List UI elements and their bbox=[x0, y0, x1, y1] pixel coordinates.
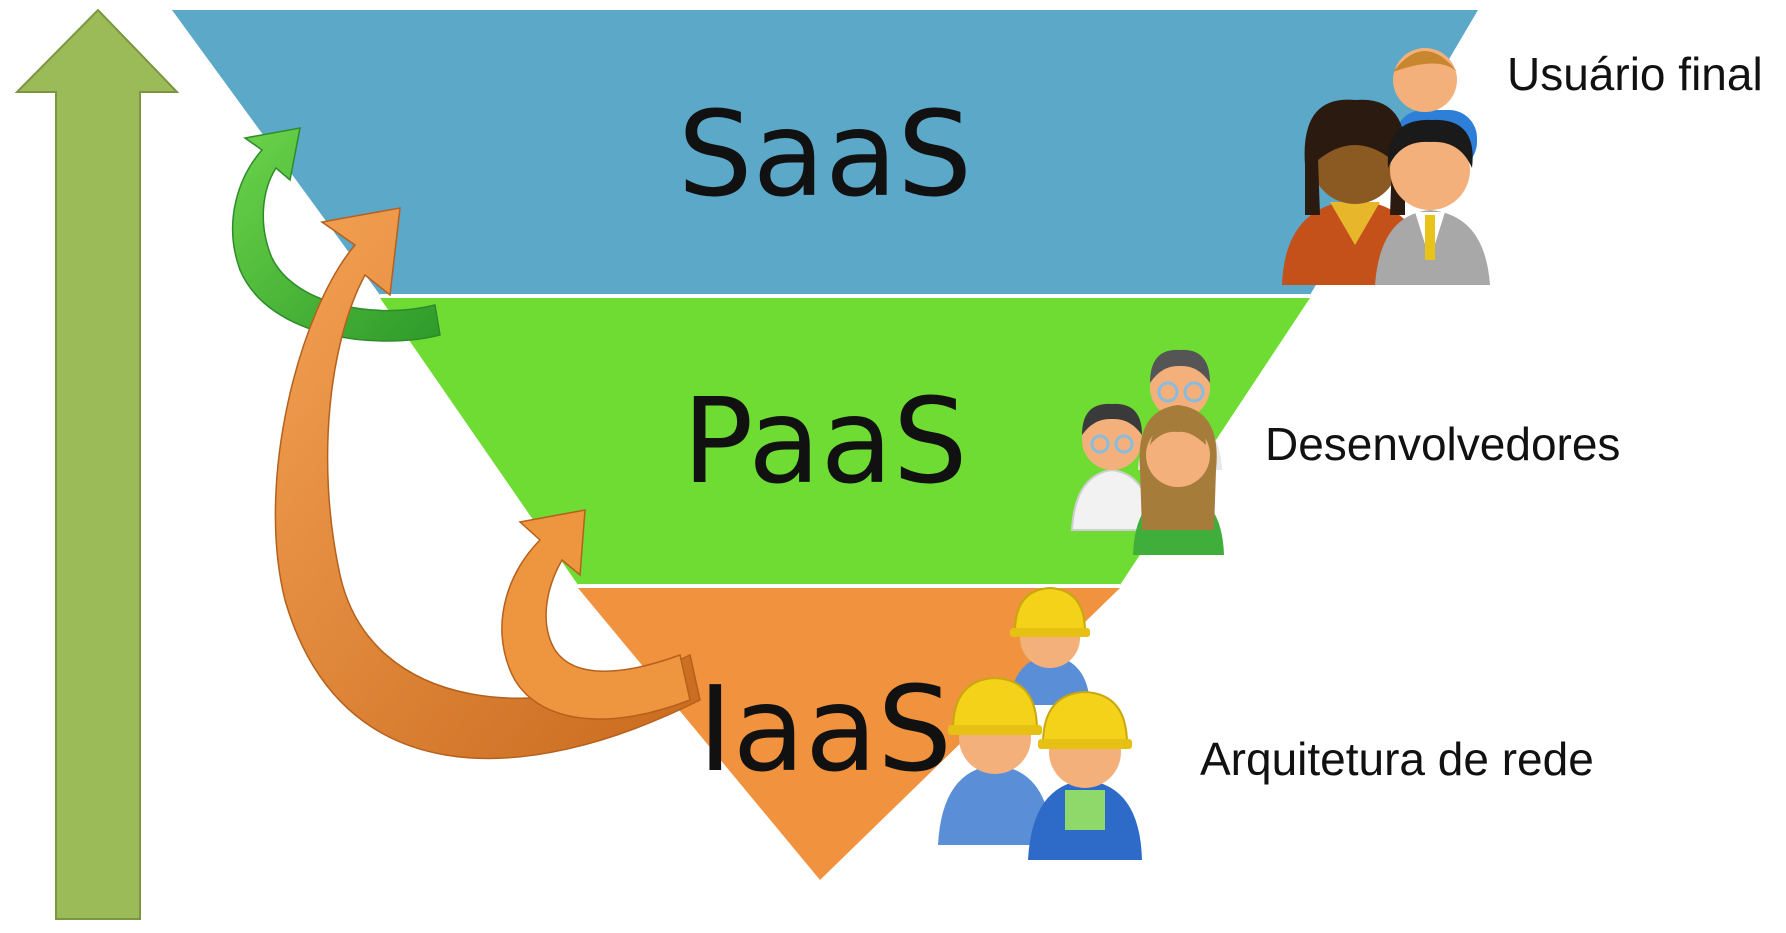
audience-label-paas: Desenvolvedores bbox=[1265, 418, 1620, 470]
layer-label-paas: PaaS bbox=[682, 372, 967, 510]
orange-curved-arrow-short bbox=[501, 509, 691, 720]
green-curved-arrow bbox=[232, 127, 441, 342]
developers-icon bbox=[1070, 349, 1224, 555]
saas-layer bbox=[172, 10, 1478, 295]
construction-workers-icon bbox=[938, 586, 1142, 860]
audience-label-saas: Usuário final bbox=[1507, 48, 1763, 100]
business-users-icon bbox=[1282, 48, 1490, 285]
vertical-up-arrow bbox=[14, 8, 180, 920]
layer-label-iaas: IaaS bbox=[698, 660, 952, 798]
layer-label-saas: SaaS bbox=[678, 85, 972, 223]
iaas-layer bbox=[578, 588, 1120, 880]
curved-arrows bbox=[232, 127, 701, 760]
audience-label-iaas: Arquitetura de rede bbox=[1200, 733, 1594, 785]
